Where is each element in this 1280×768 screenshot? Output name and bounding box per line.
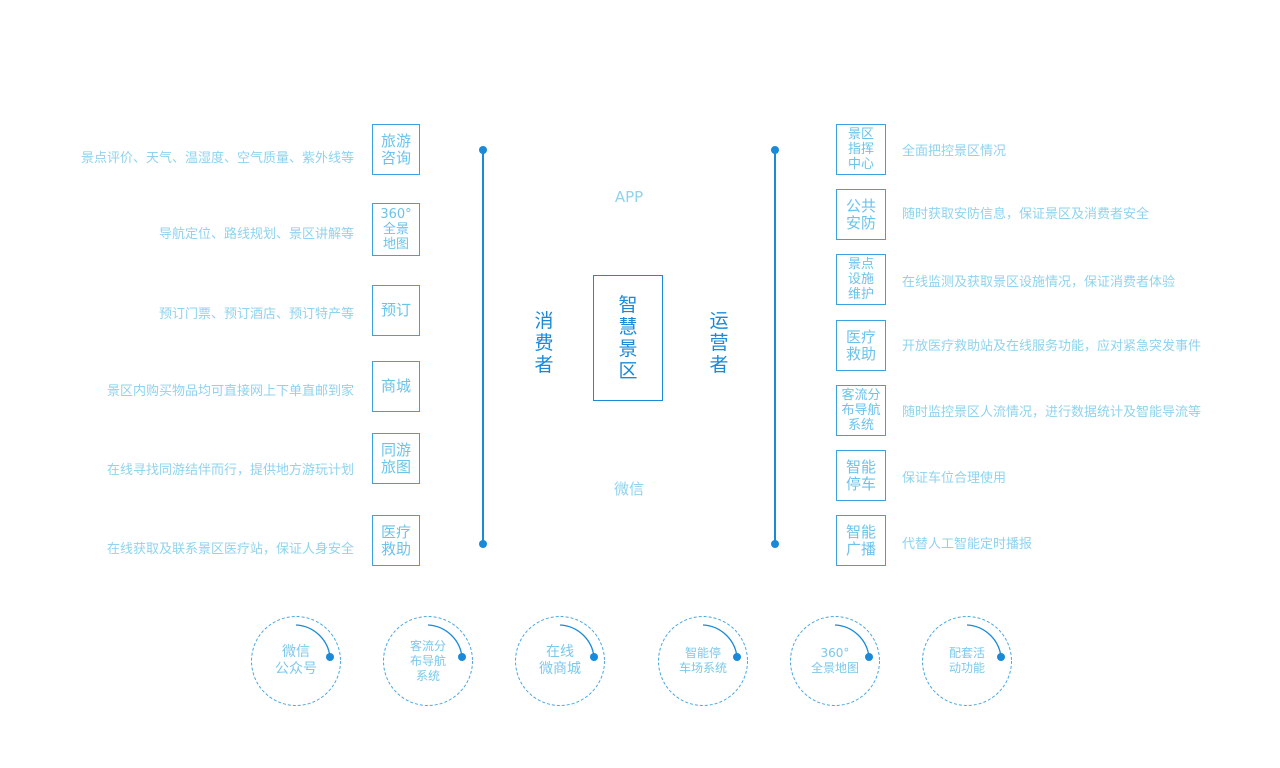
circle-label: 配套活 动功能 bbox=[948, 646, 985, 675]
circle-ring-icon bbox=[515, 616, 605, 706]
right-desc-6: 保证车位合理使用 bbox=[902, 471, 1007, 486]
circle-ring-icon bbox=[383, 616, 473, 706]
right-box-facility-maintenance: 景点 设施 维护 bbox=[836, 254, 886, 305]
left-box-booking: 预订 bbox=[372, 285, 420, 336]
right-box-public-security: 公共 安防 bbox=[836, 189, 886, 240]
circle-ring-icon bbox=[658, 616, 748, 706]
circle-activity-features: 配套活 动功能 bbox=[921, 615, 1013, 707]
left-desc-4: 景区内购买物品均可直接网上下单直邮到家 bbox=[106, 384, 354, 399]
circle-online-mall: 在线 微商城 bbox=[514, 615, 606, 707]
circle-label: 客流分 布导航 系统 bbox=[409, 638, 446, 683]
circle-label: 智能停 车场系统 bbox=[678, 646, 727, 675]
right-box-medical-aid: 医疗 救助 bbox=[836, 320, 886, 371]
circle-smart-parking: 智能停 车场系统 bbox=[657, 615, 749, 707]
right-desc-2: 随时获取安防信息，保证景区及消费者安全 bbox=[902, 207, 1150, 222]
right-desc-4: 开放医疗救助站及在线服务功能，应对紧急突发事件 bbox=[902, 339, 1202, 354]
left-desc-1: 景点评价、天气、温湿度、空气质量、紫外线等 bbox=[80, 151, 354, 166]
left-box-travel-consult: 旅游 咨询 bbox=[372, 124, 420, 175]
circle-label: 微信 公众号 bbox=[275, 644, 317, 677]
right-desc-1: 全面把控景区情况 bbox=[902, 144, 1007, 159]
channel-wechat-label: 微信 bbox=[613, 480, 644, 498]
left-box-mall: 商城 bbox=[372, 361, 420, 412]
left-box-panorama-map: 360° 全景 地图 bbox=[372, 203, 420, 256]
consumer-label: 消 费 者 bbox=[534, 310, 554, 376]
circle-panorama-map: 360° 全景地图 bbox=[789, 615, 881, 707]
left-connector-top-dot bbox=[479, 146, 487, 154]
channel-app-label: APP bbox=[614, 188, 644, 206]
right-desc-7: 代替人工智能定时播报 bbox=[902, 537, 1033, 552]
right-desc-3: 在线监测及获取景区设施情况，保证消费者体验 bbox=[902, 275, 1176, 290]
right-box-smart-parking: 智能 停车 bbox=[836, 450, 886, 501]
circle-ring-icon bbox=[922, 616, 1012, 706]
right-connector-line bbox=[774, 150, 776, 544]
right-box-smart-broadcast: 智能 广播 bbox=[836, 515, 886, 566]
left-connector-line bbox=[482, 150, 484, 544]
left-desc-2: 导航定位、路线规划、景区讲解等 bbox=[158, 227, 354, 242]
left-desc-3: 预订门票、预订酒店、预订特产等 bbox=[158, 307, 354, 322]
circle-label: 360° 全景地图 bbox=[810, 646, 859, 675]
operator-label: 运 营 者 bbox=[709, 310, 729, 376]
right-connector-top-dot bbox=[771, 146, 779, 154]
right-box-command-center: 景区 指挥 中心 bbox=[836, 124, 886, 175]
circle-ring-icon bbox=[251, 616, 341, 706]
right-connector-bottom-dot bbox=[771, 540, 779, 548]
left-desc-5: 在线寻找同游结伴而行，提供地方游玩计划 bbox=[106, 463, 354, 478]
right-desc-5: 随时监控景区人流情况，进行数据统计及智能导流等 bbox=[902, 405, 1202, 420]
right-box-crowd-navigation: 客流分 布导航 系统 bbox=[836, 385, 886, 436]
circle-crowd-navigation: 客流分 布导航 系统 bbox=[382, 615, 474, 707]
circle-wechat-official-account: 微信 公众号 bbox=[250, 615, 342, 707]
left-desc-6: 在线获取及联系景区医疗站，保证人身安全 bbox=[106, 542, 354, 557]
left-box-medical-aid: 医疗 救助 bbox=[372, 515, 420, 566]
smart-scenic-area-box: 智 慧 景 区 bbox=[593, 275, 663, 401]
circle-label: 在线 微商城 bbox=[539, 644, 581, 677]
left-box-travel-companion: 同游 旅图 bbox=[372, 433, 420, 484]
circle-ring-icon bbox=[790, 616, 880, 706]
left-connector-bottom-dot bbox=[479, 540, 487, 548]
